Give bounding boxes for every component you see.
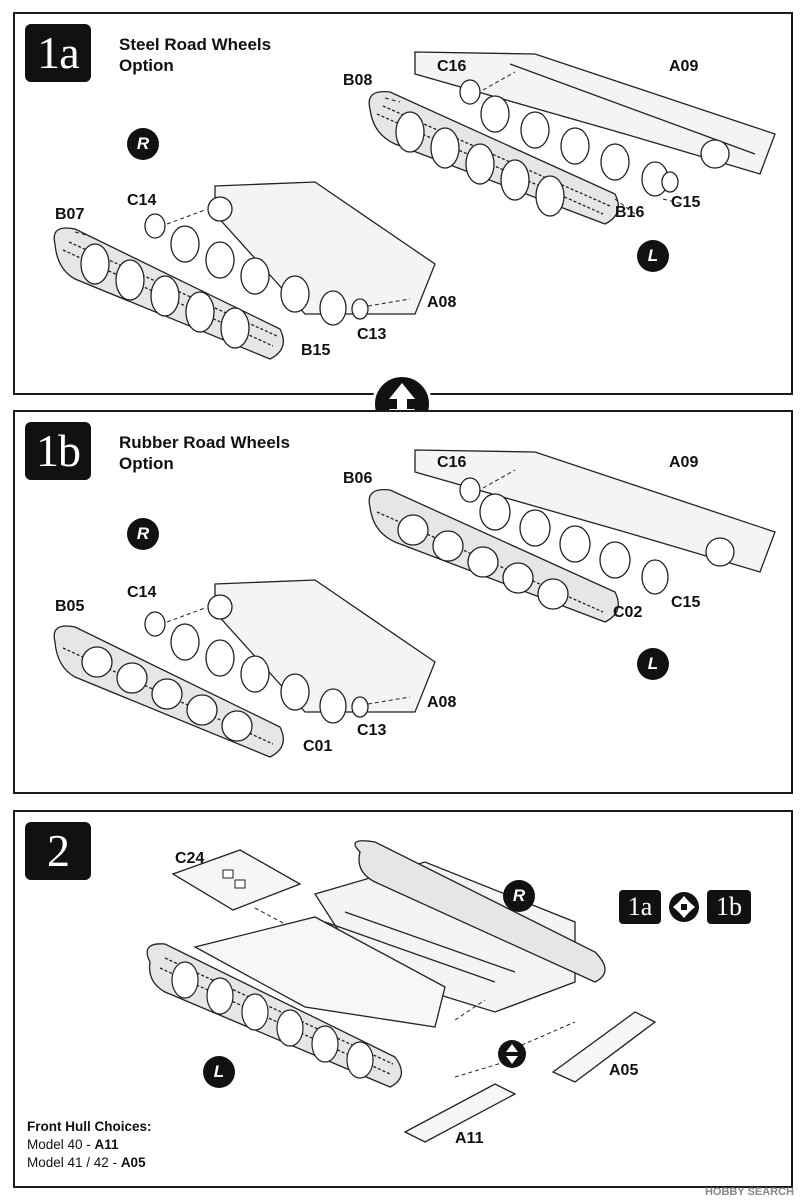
track-assembly-drawing-1b: [53, 449, 776, 758]
label-a08: A08: [427, 294, 457, 311]
label-b15: B15: [301, 342, 331, 359]
model-40-text: Model 40 -: [27, 1137, 95, 1152]
reference-step-1b: 1b: [707, 890, 751, 924]
left-side-badge: L: [637, 648, 669, 680]
step-title-1a: Steel Road Wheels Option: [119, 34, 271, 76]
step-title-1b: Rubber Road Wheels Option: [119, 432, 290, 474]
label-c14: C14: [127, 192, 157, 209]
step-1b-panel: 1b Rubber Road Wheels Option: [13, 410, 793, 794]
front-hull-choices: Front Hull Choices: Model 40 - A11 Model…: [27, 1118, 152, 1172]
label-a08: A08: [427, 694, 457, 711]
label-c13: C13: [357, 722, 387, 739]
front-hull-heading: Front Hull Choices:: [27, 1119, 152, 1134]
step-number-1b: 1b: [25, 422, 91, 480]
model-41-42-line: Model 41 / 42 - A05: [27, 1154, 152, 1172]
label-c24: C24: [175, 850, 205, 867]
label-c16: C16: [437, 454, 467, 471]
label-b08: B08: [343, 72, 373, 89]
alternative-icon: [669, 892, 699, 922]
model-40-line: Model 40 - A11: [27, 1136, 152, 1154]
label-b06: B06: [343, 470, 373, 487]
right-side-badge: R: [127, 518, 159, 550]
right-side-badge: R: [127, 128, 159, 160]
label-c02: C02: [613, 604, 643, 621]
label-b16: B16: [615, 204, 645, 221]
left-side-badge: L: [637, 240, 669, 272]
label-c14: C14: [127, 584, 157, 601]
step-number-1a: 1a: [25, 24, 91, 82]
step-number-2: 2: [25, 822, 91, 880]
label-c16: C16: [437, 58, 467, 75]
label-c15: C15: [671, 194, 701, 211]
label-b07: B07: [55, 206, 85, 223]
title-line-1: Rubber Road Wheels: [119, 433, 290, 452]
label-a09: A09: [669, 58, 699, 75]
label-c01: C01: [303, 738, 333, 755]
step-2-panel: 2: [13, 810, 793, 1188]
right-side-badge: R: [503, 880, 535, 912]
hull-assembly-drawing: [146, 840, 657, 1143]
title-line-2: Option: [119, 56, 174, 75]
title-line-2: Option: [119, 454, 174, 473]
model-41-42-text: Model 41 / 42 -: [27, 1155, 121, 1170]
title-line-1: Steel Road Wheels: [119, 35, 272, 54]
track-assembly-drawing-1a: [53, 51, 776, 360]
model-40-part: A11: [94, 1137, 119, 1152]
watermark: HOBBY SEARCH: [704, 1186, 794, 1198]
step-1a-panel: 1a Steel Road Wheels Option: [13, 12, 793, 395]
model-41-42-part: A05: [120, 1155, 146, 1170]
reference-step-1a: 1a: [619, 890, 661, 924]
label-a11: A11: [455, 1130, 484, 1147]
label-b05: B05: [55, 598, 85, 615]
left-side-badge: L: [203, 1056, 235, 1088]
label-a09: A09: [669, 454, 699, 471]
label-a05: A05: [609, 1062, 639, 1079]
label-c15: C15: [671, 594, 701, 611]
label-c13: C13: [357, 326, 387, 343]
